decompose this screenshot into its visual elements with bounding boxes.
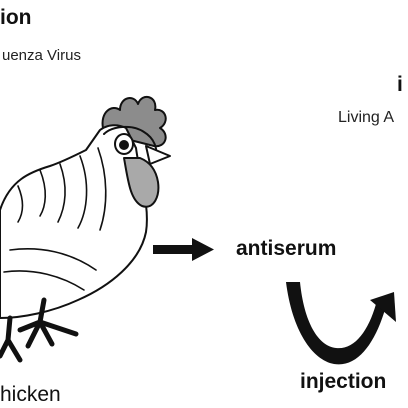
panel-subtitle-right: Living A bbox=[338, 109, 395, 126]
panel-title-left: ion bbox=[0, 6, 32, 29]
chicken-beak bbox=[145, 145, 171, 165]
panel-subtitle-left: uenza Virus bbox=[2, 47, 81, 64]
right-arrow-icon bbox=[153, 238, 214, 261]
injection-label: injection bbox=[300, 370, 387, 393]
chicken-icon bbox=[0, 95, 171, 363]
chicken-label: hicken bbox=[0, 383, 61, 406]
u-turn-arrow-icon bbox=[286, 282, 396, 365]
panel-title-right: i bbox=[397, 73, 403, 96]
antiserum-label: antiserum bbox=[236, 237, 337, 260]
chicken-leg bbox=[17, 297, 79, 349]
